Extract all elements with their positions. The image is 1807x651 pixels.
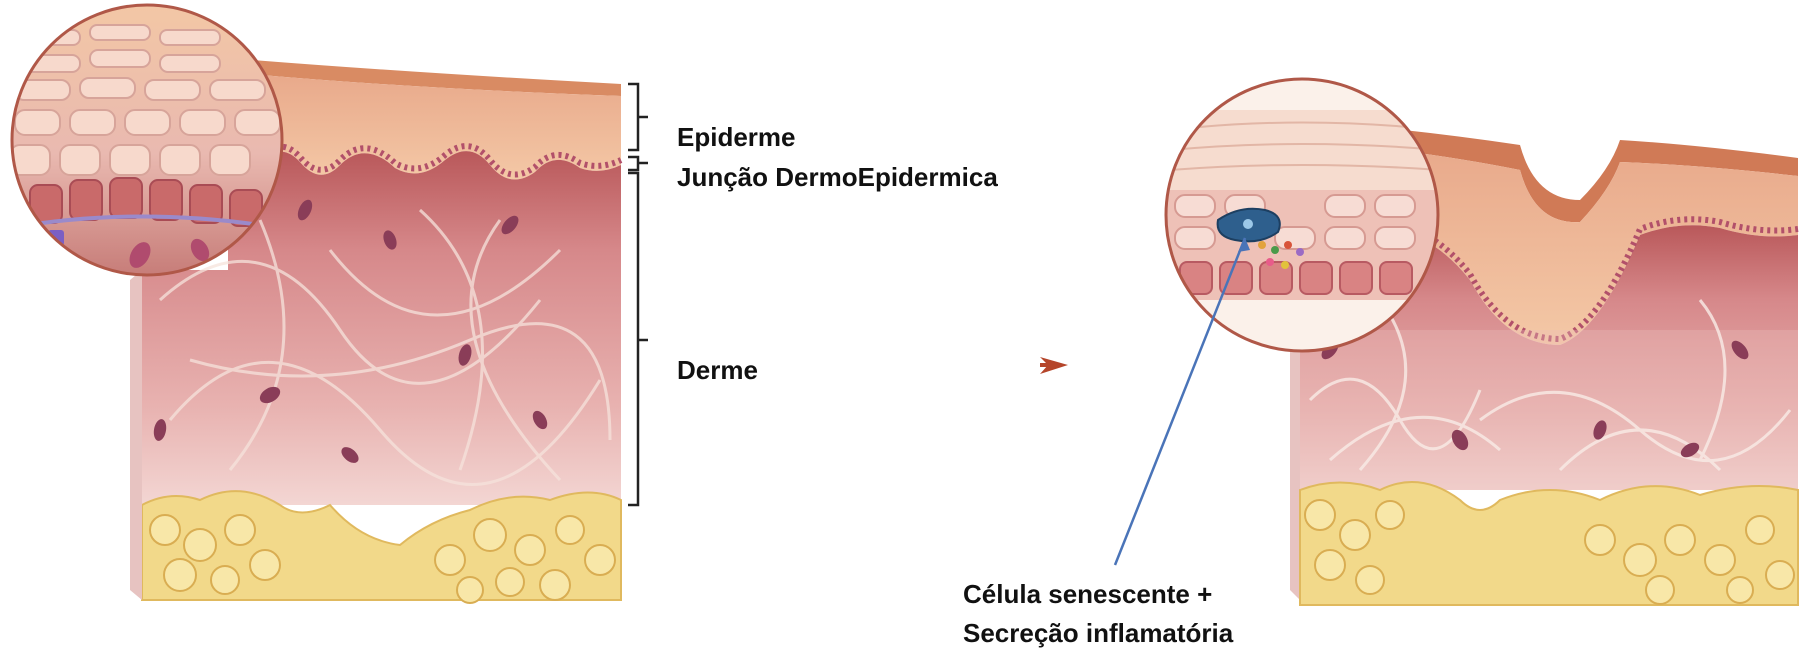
pointer-line-icon [1115,238,1245,565]
arrow-right-icon [1040,357,1068,374]
label-derme: Derme [677,352,758,388]
left-zoom-circle [10,5,282,275]
left-block-side-shade [130,270,142,600]
label-celula-senescente: Célula senescente + [963,576,1212,612]
right-zoom-cells [1160,110,1450,300]
label-epiderme: Epiderme [677,119,796,155]
label-juncao-dermoepidermica: Junção DermoEpidermica [677,159,998,195]
layer-bracket [628,84,648,505]
right-block-base [1290,330,1300,600]
label-secrecao-inflamatoria: Secreção inflamatória [963,615,1233,651]
